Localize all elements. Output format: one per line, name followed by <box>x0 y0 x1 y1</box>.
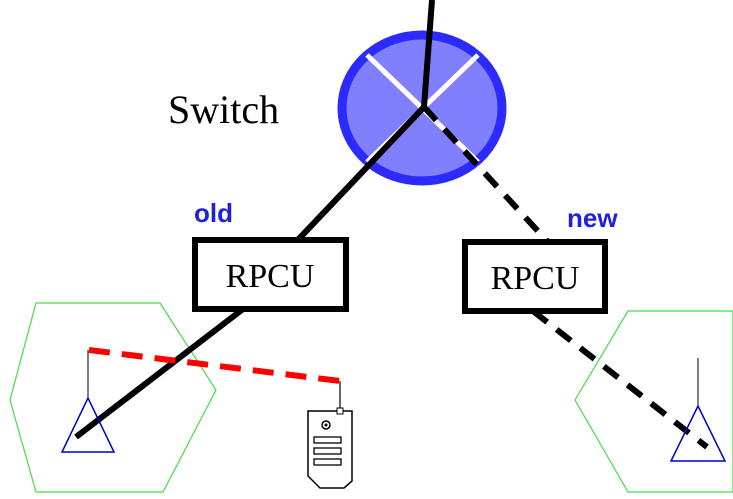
old-rpcu-box <box>192 237 349 312</box>
antenna-icon <box>669 358 727 462</box>
new-rpcu-to-antenna-link <box>531 308 709 450</box>
uplink-line <box>421 0 435 108</box>
new-cell-hexagon <box>574 310 733 493</box>
old-rpcu: RPCU <box>192 237 349 312</box>
switch-to-new-rpcu-link <box>421 104 550 244</box>
new-rpcu: RPCU <box>462 239 608 314</box>
old-tag-label: old <box>194 198 233 228</box>
old-cell-hexagon <box>9 302 217 493</box>
antenna-icon <box>60 350 116 453</box>
radio-link <box>88 347 341 384</box>
switch-label: Switch <box>168 87 279 132</box>
mobile-phone-icon <box>307 381 353 489</box>
new-tag-label: new <box>567 203 618 233</box>
old-rpcu-label: RPCU <box>226 258 315 295</box>
old-rpcu-to-antenna-link <box>74 306 245 440</box>
new-rpcu-label: RPCU <box>491 260 580 297</box>
switch-to-old-rpcu-link <box>290 104 427 248</box>
